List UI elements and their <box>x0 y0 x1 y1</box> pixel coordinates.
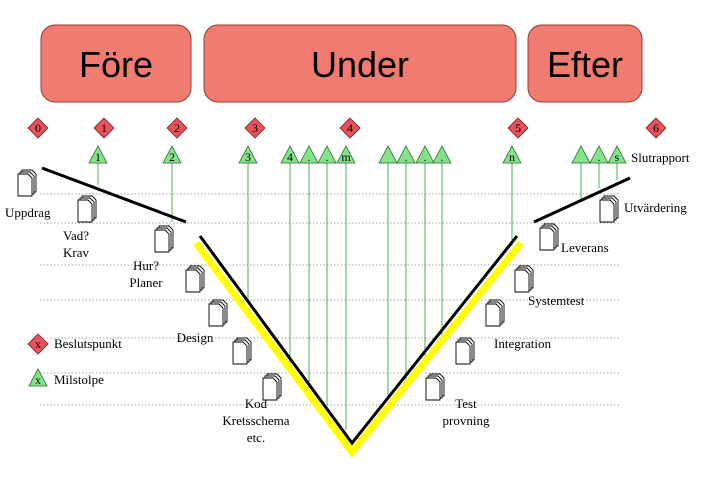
triangle-icon <box>28 368 48 387</box>
svg-text:s: s <box>615 150 620 164</box>
milestone: . <box>589 145 609 164</box>
decision-point: 5 <box>507 117 529 139</box>
svg-text:.: . <box>308 150 311 164</box>
milestone: . <box>299 145 319 164</box>
decision-points: 0 1 2 3 4 5 6 <box>27 117 667 139</box>
milestone: . <box>415 145 435 164</box>
document-icon <box>154 225 174 253</box>
document-icon <box>455 337 475 365</box>
legend: x Beslutspunkt x Milstolpe <box>27 333 122 387</box>
diamond-icon <box>27 333 49 355</box>
document-icon <box>232 337 252 365</box>
svg-text:x: x <box>35 373 41 387</box>
milestone: 3 <box>238 145 258 164</box>
svg-text:x: x <box>35 337 41 351</box>
doc-label-systemtest: Systemtest <box>528 293 585 308</box>
doc-label-planer: Planer <box>129 275 163 290</box>
doc-label-test: Test <box>455 396 477 411</box>
doc-label-kod: etc. <box>247 430 265 445</box>
milestone: . <box>396 145 416 164</box>
phase-fore-label: Före <box>79 44 153 85</box>
doc-label-planer: Hur? <box>133 258 159 273</box>
svg-text:4: 4 <box>347 121 353 135</box>
document-icon <box>185 265 205 293</box>
milestone: . <box>432 145 452 164</box>
doc-label-uppdrag: Uppdrag <box>5 205 51 220</box>
doc-label-kod: Kod <box>245 396 268 411</box>
decision-point: 6 <box>645 117 667 139</box>
right-slope <box>533 176 631 224</box>
milestone <box>378 145 398 164</box>
decision-point: 1 <box>93 117 115 139</box>
svg-text:1: 1 <box>101 121 107 135</box>
doc-label-krav: Vad? <box>63 228 89 243</box>
decision-point: 3 <box>244 117 266 139</box>
phase-efter-box <box>527 24 643 103</box>
decision-point: 2 <box>166 117 188 139</box>
dotted-guides <box>40 193 620 406</box>
left-slope <box>41 166 187 224</box>
svg-text:2: 2 <box>169 150 175 164</box>
decision-point: 4 <box>339 117 361 139</box>
phase-efter-label: Efter <box>547 44 623 85</box>
phase-efter: Efter <box>527 24 643 103</box>
milestone: 2 <box>162 145 182 164</box>
phase-under-box <box>203 24 517 103</box>
v-highlight <box>193 240 524 458</box>
svg-text:.: . <box>405 150 408 164</box>
legend-decision-label: Beslutspunkt <box>54 336 122 351</box>
phase-under-label: Under <box>311 44 409 85</box>
milestone <box>571 145 591 164</box>
milestone: s <box>607 145 627 164</box>
doc-label-leverans: Leverans <box>561 240 609 255</box>
svg-text:3: 3 <box>245 150 251 164</box>
legend-decision: x Beslutspunkt <box>27 333 122 355</box>
milestone: m <box>336 145 356 164</box>
document-icon <box>17 169 37 197</box>
svg-text:m: m <box>341 150 351 164</box>
svg-text:.: . <box>598 150 601 164</box>
svg-text:.: . <box>326 150 329 164</box>
document-icon <box>208 299 228 327</box>
milestone-lines <box>97 163 618 430</box>
phase-fore-box <box>40 24 192 103</box>
doc-label-integration: Integration <box>494 336 552 351</box>
svg-text:.: . <box>424 150 427 164</box>
svg-text:5: 5 <box>515 121 521 135</box>
milestone: n <box>502 145 522 164</box>
svg-text:1: 1 <box>95 150 101 164</box>
svg-text:6: 6 <box>653 121 659 135</box>
doc-label-krav: Krav <box>63 245 89 260</box>
phase-under: Under <box>203 24 517 103</box>
legend-milestone-label: Milstolpe <box>54 372 104 387</box>
legend-milestone: x Milstolpe <box>28 368 104 387</box>
v-line <box>198 235 519 446</box>
milestones: 1 2 3 4 . . m . . . n . s <box>88 145 627 164</box>
phase-fore: Före <box>40 24 192 103</box>
doc-label-kod: Kretsschema <box>222 413 289 428</box>
svg-text:2: 2 <box>174 121 180 135</box>
svg-text:3: 3 <box>252 121 258 135</box>
svg-text:0: 0 <box>35 121 41 135</box>
document-icon <box>539 223 559 251</box>
milestone: 4 <box>280 145 300 164</box>
svg-text:.: . <box>441 150 444 164</box>
document-labels: Uppdrag Vad? Krav Hur? Planer Design Kod… <box>5 150 690 445</box>
document-icon <box>514 265 534 293</box>
doc-label-utvardering: Utvärdering <box>624 200 687 215</box>
document-icons <box>17 169 619 401</box>
doc-label-test: provning <box>443 413 490 428</box>
document-icon <box>485 299 505 327</box>
decision-point: 0 <box>27 117 49 139</box>
document-icon <box>599 195 619 223</box>
document-icon <box>425 373 445 401</box>
doc-label-slutrapport: Slutrapport <box>631 150 690 165</box>
doc-label-design: Design <box>177 330 214 345</box>
milestone: 1 <box>88 145 108 164</box>
svg-text:4: 4 <box>287 150 293 164</box>
document-icon <box>77 195 97 223</box>
milestone: . <box>317 145 337 164</box>
svg-text:n: n <box>509 150 515 164</box>
